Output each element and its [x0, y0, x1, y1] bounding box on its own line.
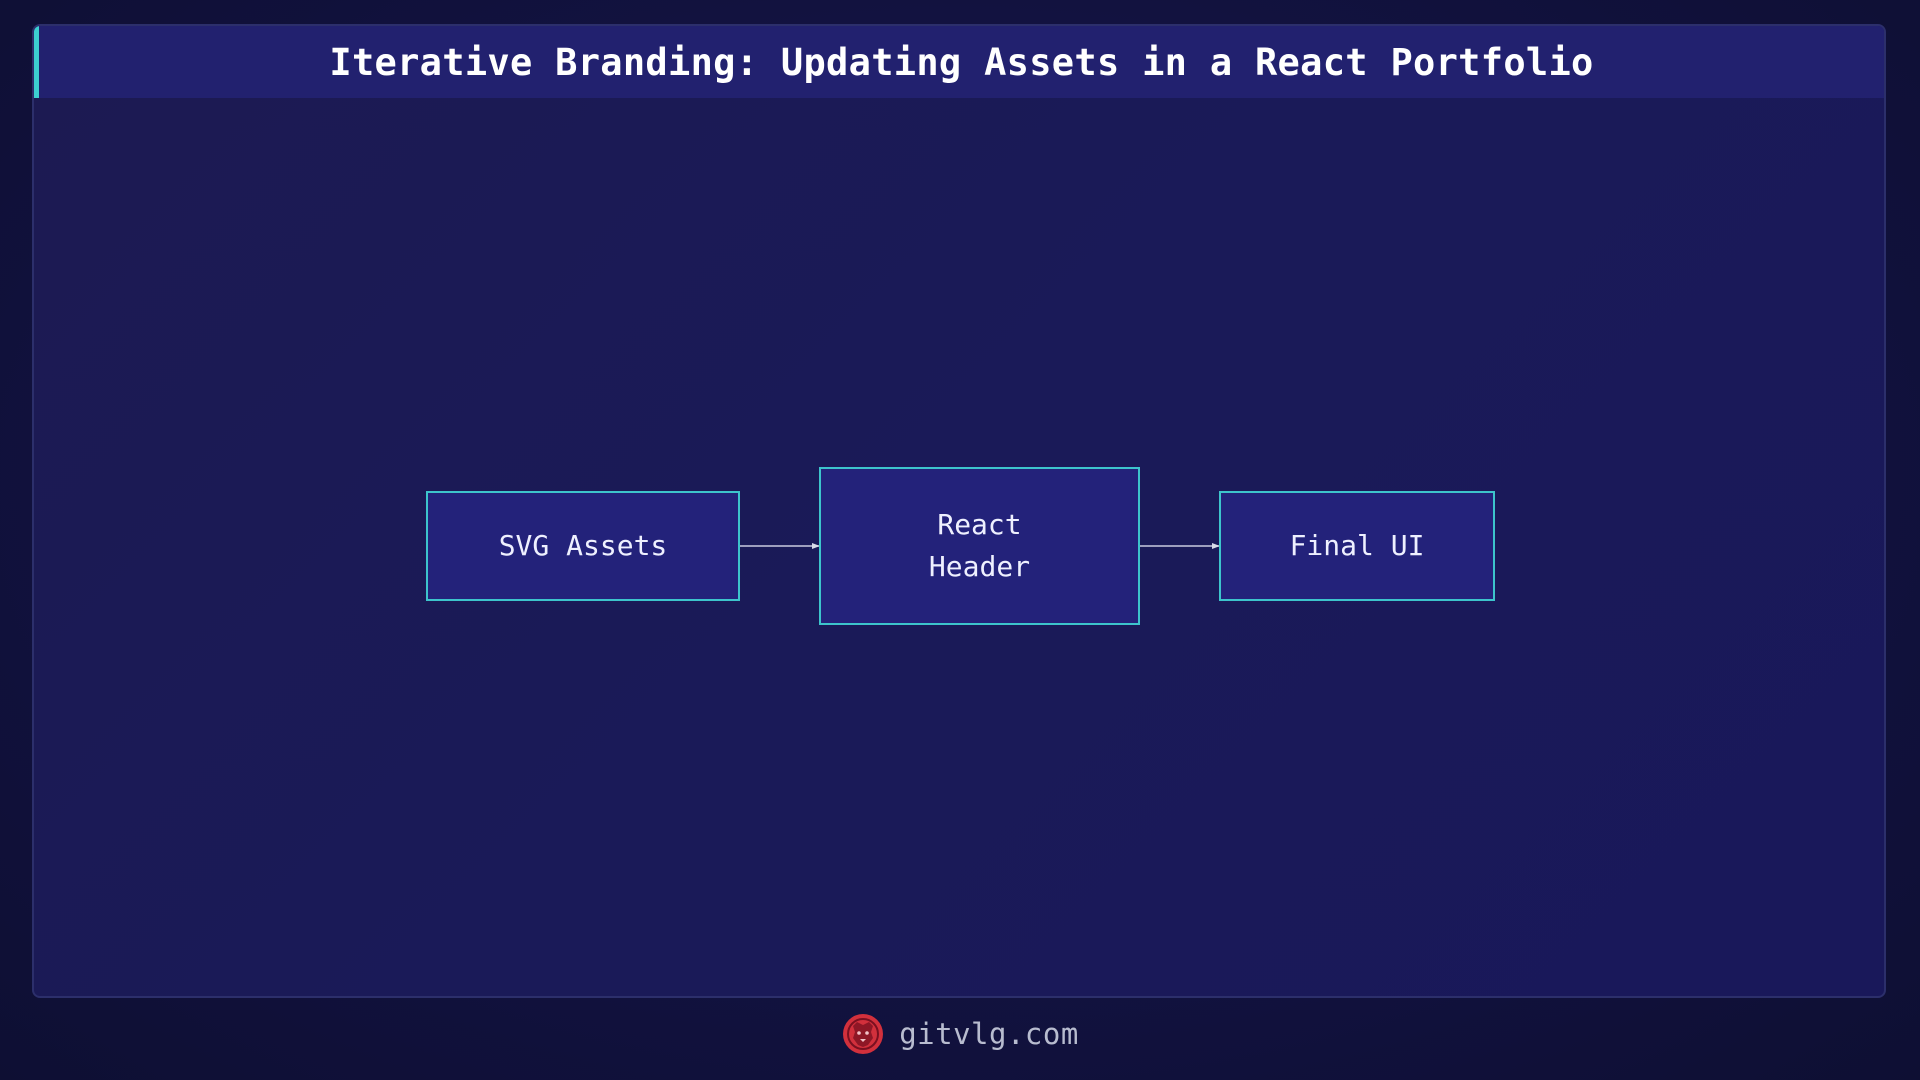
title-bar: Iterative Branding: Updating Assets in a…	[34, 26, 1884, 98]
footer: gitvlg.com	[0, 1008, 1920, 1060]
node-label-react-header: React Header	[928, 508, 1031, 583]
node-final-ui: Final UI	[1219, 491, 1495, 601]
node-label-svg-assets: SVG Assets	[498, 529, 668, 562]
diagram-title: Iterative Branding: Updating Assets in a…	[329, 40, 1594, 84]
node-label-final-ui: Final UI	[1289, 529, 1425, 562]
lion-head-icon	[841, 1012, 885, 1056]
footer-site-link[interactable]: gitvlg.com	[899, 1017, 1079, 1051]
node-react-header: React Header	[819, 467, 1140, 625]
diagram-panel: Iterative Branding: Updating Assets in a…	[32, 24, 1886, 998]
node-svg-assets: SVG Assets	[426, 491, 740, 601]
